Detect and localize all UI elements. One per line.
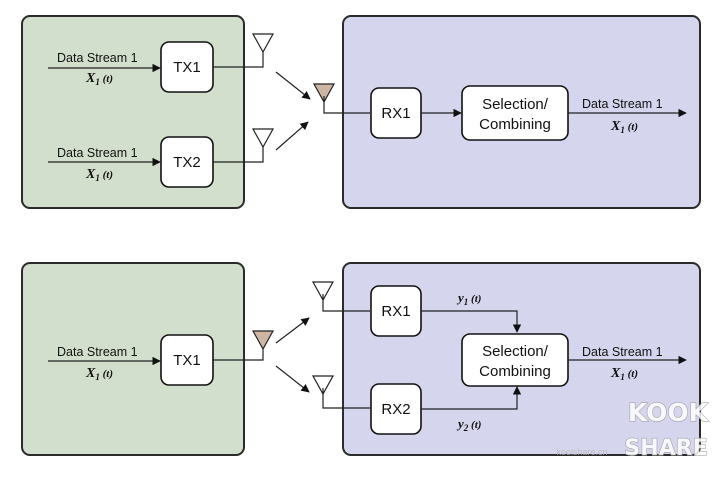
bottom-output-label: Data Stream 1	[582, 345, 663, 359]
bottom-y1-signal: y1 (t)	[456, 290, 481, 307]
top-tx2-label: TX2	[173, 154, 201, 171]
top-input2-label: Data Stream 1	[57, 146, 138, 160]
top-tx2-antenna-icon	[251, 128, 275, 149]
bottom-input-label: Data Stream 1	[57, 345, 138, 359]
top-rx-feed	[323, 96, 370, 114]
bottom-rx2-label: RX2	[381, 401, 410, 418]
bottom-radio-link-1	[275, 317, 310, 344]
bottom-y2-path	[421, 386, 522, 410]
bottom-rx2-feed	[322, 388, 370, 409]
top-input2-signal: X1 (t)	[85, 167, 113, 183]
bottom-radio-link-2	[275, 365, 310, 393]
bottom-rx1-label: RX1	[381, 303, 410, 320]
top-output-label: Data Stream 1	[582, 97, 663, 111]
bottom-y1-path	[421, 310, 522, 333]
bottom-tx-panel	[21, 262, 245, 456]
top-combiner-line1: Selection/	[482, 96, 549, 113]
watermark-url: koolshare.cn	[556, 447, 607, 457]
top-output-signal: X1 (t)	[610, 119, 638, 135]
bottom-rx1-antenna-icon	[311, 281, 335, 302]
bottom-combiner-line2: Combining	[479, 363, 551, 380]
top-rx1-label: RX1	[381, 105, 410, 122]
top-tx1-antenna-icon	[251, 33, 275, 54]
top-radio-link-2	[275, 121, 309, 151]
top-input1-signal: X1 (t)	[85, 71, 113, 87]
top-input1-label: Data Stream 1	[57, 51, 138, 65]
bottom-output-signal: X1 (t)	[610, 366, 638, 382]
bottom-combiner-line1: Selection/	[482, 343, 549, 360]
top-rx-antenna-icon	[312, 83, 336, 104]
bottom-y2-signal: y2 (t)	[456, 416, 481, 433]
bottom-rx2-antenna-icon	[311, 375, 335, 396]
watermark: KOOK SHARE koolshare.cn	[556, 397, 710, 461]
top-radio-link-1	[275, 71, 311, 100]
top-diagram: Data Stream 1 X1 (t) Data Stream 1 X1 (t…	[21, 15, 701, 209]
top-tx1-label: TX1	[173, 59, 201, 76]
bottom-input-signal: X1 (t)	[85, 366, 113, 382]
top-combiner-line2: Combining	[479, 116, 551, 133]
bottom-diagram: Data Stream 1 X1 (t) TX1 RX1 RX2 y1 (t)	[21, 262, 701, 456]
watermark-line2: SHARE	[624, 436, 707, 461]
bottom-tx1-label: TX1	[173, 352, 201, 369]
watermark-line1: KOOK	[628, 398, 710, 427]
bottom-tx-antenna-icon	[251, 330, 275, 351]
bottom-rx1-feed	[322, 294, 370, 312]
